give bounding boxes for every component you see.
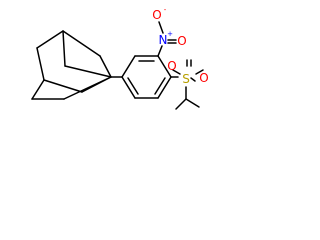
atom-sulfonyl-s: S: [182, 72, 190, 86]
bond: [36, 47, 45, 81]
atom-sulfonyl-o-right: O: [199, 71, 208, 85]
atom-nitro-o-right: O: [177, 34, 186, 48]
bond: [157, 45, 163, 57]
charge-nitro-o-top: -: [164, 6, 167, 14]
bond: [62, 30, 101, 57]
double-bond-inner: [154, 77, 166, 95]
bond: [31, 79, 45, 100]
bond: [172, 69, 181, 75]
bond: [43, 79, 83, 93]
benzene-ring: [121, 55, 172, 99]
atom-sulfonyl-o-left: O: [167, 59, 176, 73]
bond: [185, 98, 200, 108]
atom-nitro-n: N: [159, 33, 168, 47]
adamantane-cage: [31, 30, 112, 100]
bond: [36, 30, 64, 49]
bond: [81, 76, 112, 93]
bond: [157, 76, 172, 99]
bond: [121, 55, 136, 78]
bond: [62, 30, 66, 67]
bond: [64, 65, 112, 78]
chemical-structure: N + O - O S O O: [31, 6, 209, 110]
bond: [157, 55, 172, 78]
bond: [175, 98, 187, 110]
bond: [158, 21, 164, 34]
bond: [195, 69, 204, 75]
charge-nitro-n: +: [167, 30, 173, 38]
isopropyl-group: [175, 86, 200, 110]
bond: [121, 76, 136, 99]
bond: [99, 55, 112, 78]
atom-nitro-o-top: O: [152, 8, 161, 22]
bond: [190, 77, 196, 82]
double-bond-inner: [127, 77, 139, 95]
